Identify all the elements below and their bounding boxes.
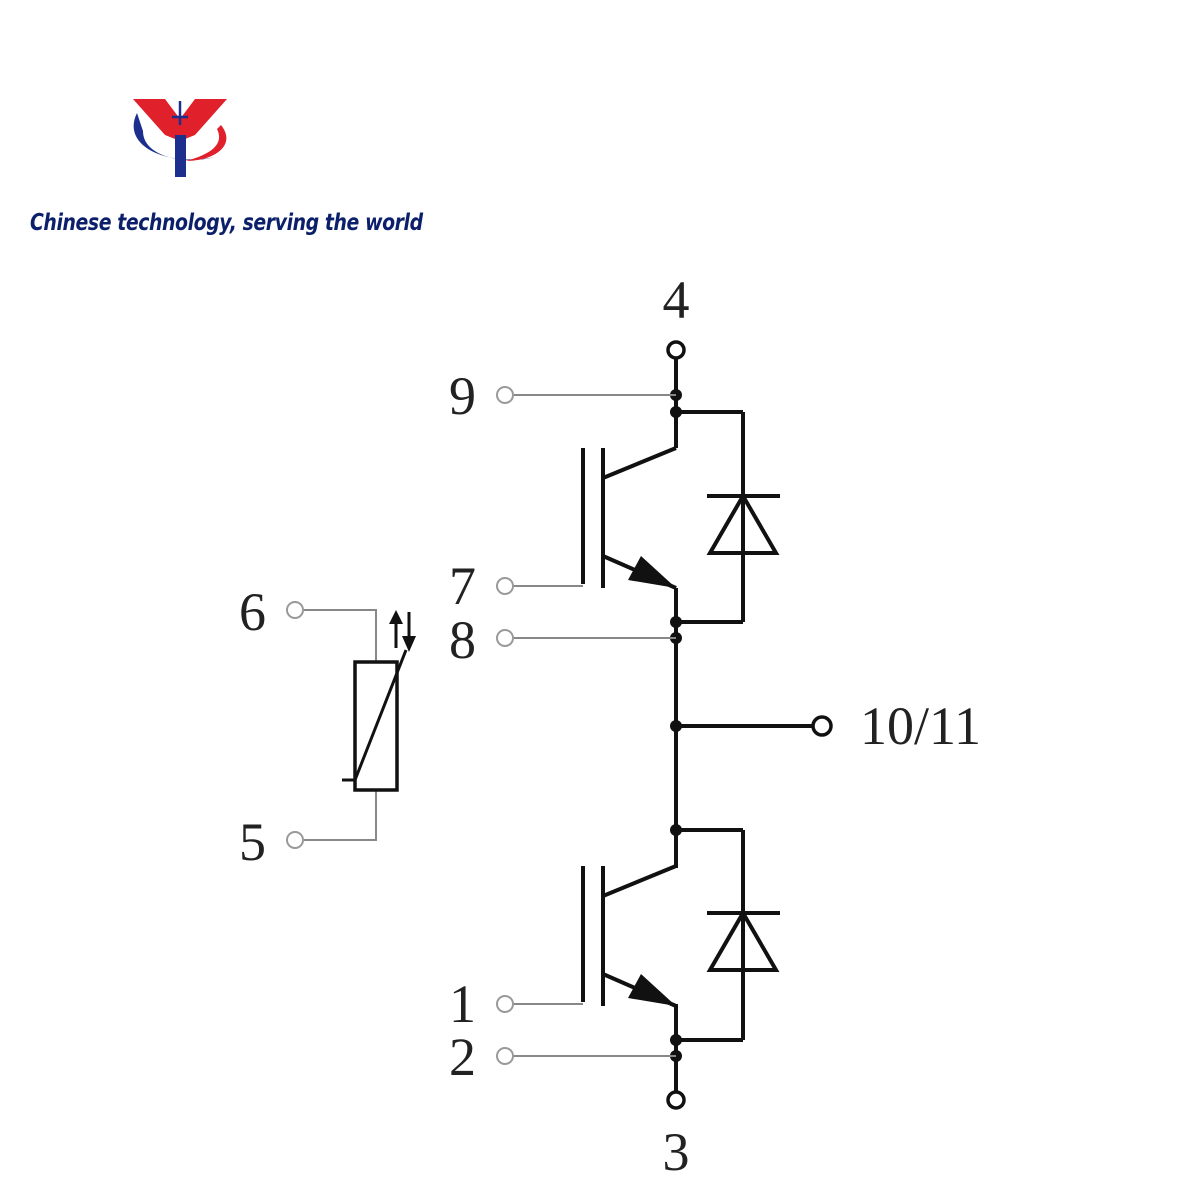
- terminal-5: [286, 831, 304, 849]
- terminal-4: [666, 340, 686, 360]
- terminal-9: [496, 386, 514, 404]
- junction-dot: [670, 824, 682, 836]
- junction-dot: [670, 720, 682, 732]
- top-freewheel-diode: [706, 492, 780, 555]
- pin-label-2: 2: [449, 1027, 476, 1087]
- logo-stem: [175, 135, 186, 177]
- top-igbt: [581, 446, 677, 590]
- terminal-1: [496, 995, 514, 1013]
- bottom-freewheel-diode: [706, 909, 780, 972]
- terminal-7: [496, 577, 514, 595]
- ntc-thermistor: [342, 610, 416, 792]
- terminal-3: [666, 1090, 686, 1110]
- company-logo: [133, 99, 227, 177]
- terminal-6: [286, 601, 304, 619]
- tagline: Chinese technology, serving the world: [30, 210, 423, 236]
- pin-label-3: 3: [663, 1122, 690, 1182]
- junction-dot: [670, 406, 682, 418]
- top-emitter-arrow: [628, 556, 676, 588]
- pin-label-10-11: 10/11: [860, 696, 981, 756]
- bottom-igbt: [581, 864, 677, 1008]
- pin-label-9: 9: [449, 366, 476, 426]
- pin-label-4: 4: [663, 270, 690, 330]
- top-collector-lead: [602, 446, 677, 480]
- bottom-emitter-arrow: [628, 974, 676, 1006]
- terminal-2: [496, 1047, 514, 1065]
- terminal-10-11: [811, 715, 833, 737]
- bottom-collector-lead: [602, 864, 677, 898]
- pin-label-8: 8: [449, 610, 476, 670]
- junction-dot: [670, 616, 682, 628]
- junction-dot: [670, 1034, 682, 1046]
- pin-label-1: 1: [449, 974, 476, 1034]
- pin-label-5: 5: [239, 812, 266, 872]
- pin-label-7: 7: [449, 556, 476, 616]
- pin-label-6: 6: [239, 582, 266, 642]
- terminal-8: [496, 629, 514, 647]
- logo-red-swoosh: [185, 125, 227, 161]
